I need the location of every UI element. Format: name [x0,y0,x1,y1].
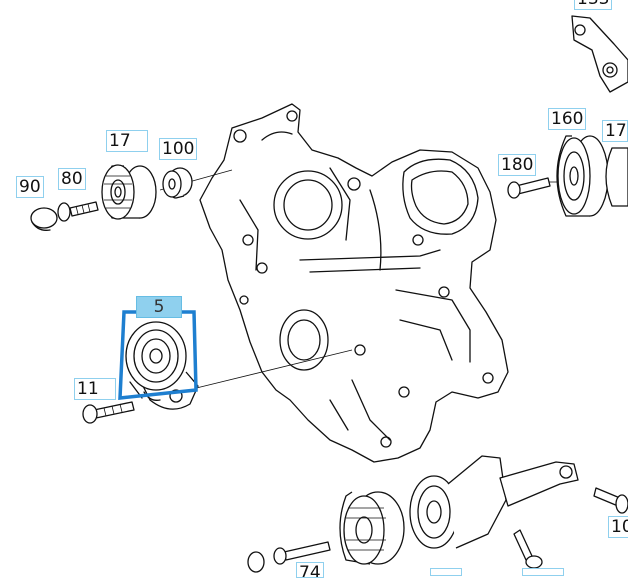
timing-cover [199,103,509,463]
bolt-10 [593,487,628,514]
callout-90[interactable]: 90 [16,176,44,198]
bracket-133 [571,15,628,93]
bolt-74 [247,541,331,573]
bolt-bottom-right [513,529,543,569]
callout-17-left[interactable]: 17 [106,130,148,152]
callout-80[interactable]: 80 [58,168,86,190]
tensioner-arm [499,461,579,507]
tensioner-pulley-bottom [409,455,507,549]
callout-133[interactable]: 133 [574,0,613,10]
bolt-11 [82,401,135,424]
callout-11[interactable]: 11 [74,378,116,400]
pulley-17-left [101,164,157,220]
callout-bottom-right[interactable] [522,568,564,576]
callout-bottom-center[interactable] [430,568,462,576]
callout-17-right[interactable]: 17 [602,120,628,142]
callout-5[interactable]: 5 [136,296,182,318]
bolt-180 [507,177,551,199]
callout-74[interactable]: 74 [296,562,324,578]
pulley-160 [556,135,609,217]
idler-pulley-bottom [339,491,405,565]
callout-160[interactable]: 160 [548,108,587,130]
callout-100[interactable]: 100 [159,138,198,160]
pulley-17-right [605,147,628,207]
spacer-100 [162,167,193,199]
cap-90 [30,207,58,231]
callout-180[interactable]: 180 [498,154,537,176]
bolt-80 [57,201,99,222]
tensioner-5 [125,321,199,410]
callout-10[interactable]: 10 [608,516,628,538]
